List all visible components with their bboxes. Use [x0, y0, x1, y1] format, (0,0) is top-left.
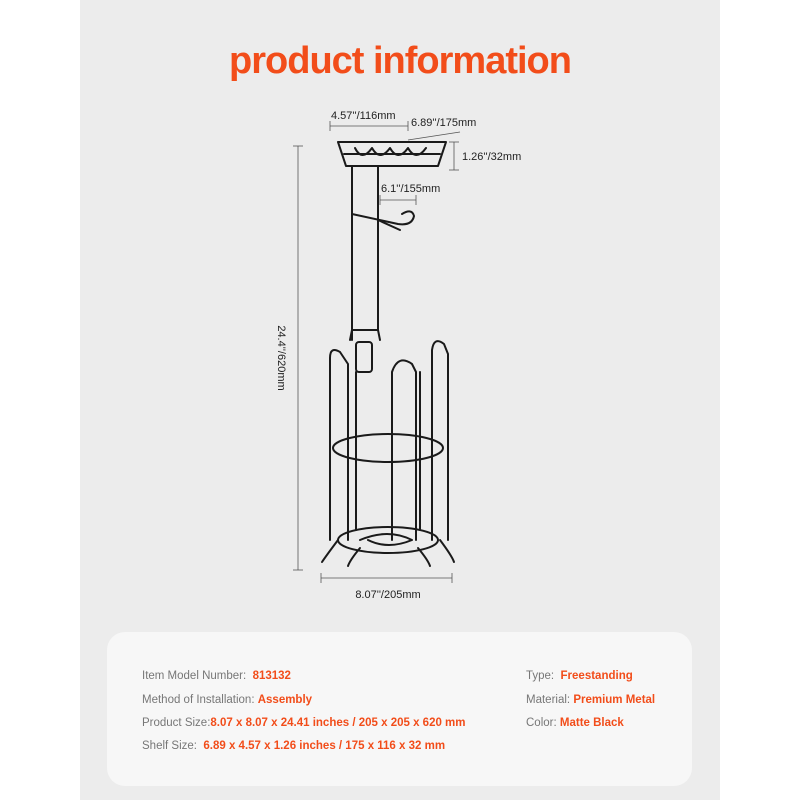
- spec-value: 8.07 x 8.07 x 24.41 inches / 205 x 205 x…: [210, 717, 466, 729]
- spec-label: Color:: [526, 717, 557, 729]
- spec-value: 813132: [252, 670, 291, 682]
- arm-length-label: 6.1''/155mm: [381, 183, 440, 195]
- spec-value: Assembly: [257, 694, 313, 706]
- spec-color: Color: Matte Black: [526, 717, 624, 729]
- spec-shelf-size: Shelf Size: 6.89 x 4.57 x 1.26 inches / …: [142, 740, 445, 752]
- shelf-depth-label: 4.57''/116mm: [331, 110, 396, 122]
- spec-method-of-installation: Method of Installation: Assembly: [142, 694, 312, 706]
- spec-type: Type: Freestanding: [526, 670, 633, 682]
- base-width-label: 8.07''/205mm: [355, 589, 420, 601]
- spec-label: Method of Installation:: [142, 694, 255, 706]
- total-height-label: 24.4''/620mm: [275, 325, 287, 390]
- shelf-width-label: 6.89''/175mm: [411, 117, 476, 129]
- spec-card: [107, 632, 692, 786]
- spec-product-size: Product Size:8.07 x 8.07 x 24.41 inches …: [142, 717, 466, 729]
- page-title: product information: [229, 40, 572, 82]
- spec-material: Material: Premium Metal: [526, 694, 655, 706]
- toilet-paper-stand-illustration: [321, 141, 455, 567]
- spec-label: Product Size:: [142, 717, 211, 729]
- spec-item-model-number: Item Model Number: 813132: [142, 670, 291, 682]
- spec-label: Material:: [526, 694, 571, 706]
- spec-label: Item Model Number:: [142, 670, 247, 682]
- dimension-lines: [293, 121, 461, 583]
- spec-value: Matte Black: [559, 717, 624, 729]
- spec-label: Shelf Size:: [142, 740, 197, 752]
- spec-label: Type:: [526, 670, 555, 682]
- spec-value: 6.89 x 4.57 x 1.26 inches / 175 x 116 x …: [203, 740, 446, 752]
- shelf-height-label: 1.26''/32mm: [462, 151, 521, 163]
- spec-value: Premium Metal: [573, 694, 656, 706]
- spec-value: Freestanding: [560, 670, 633, 682]
